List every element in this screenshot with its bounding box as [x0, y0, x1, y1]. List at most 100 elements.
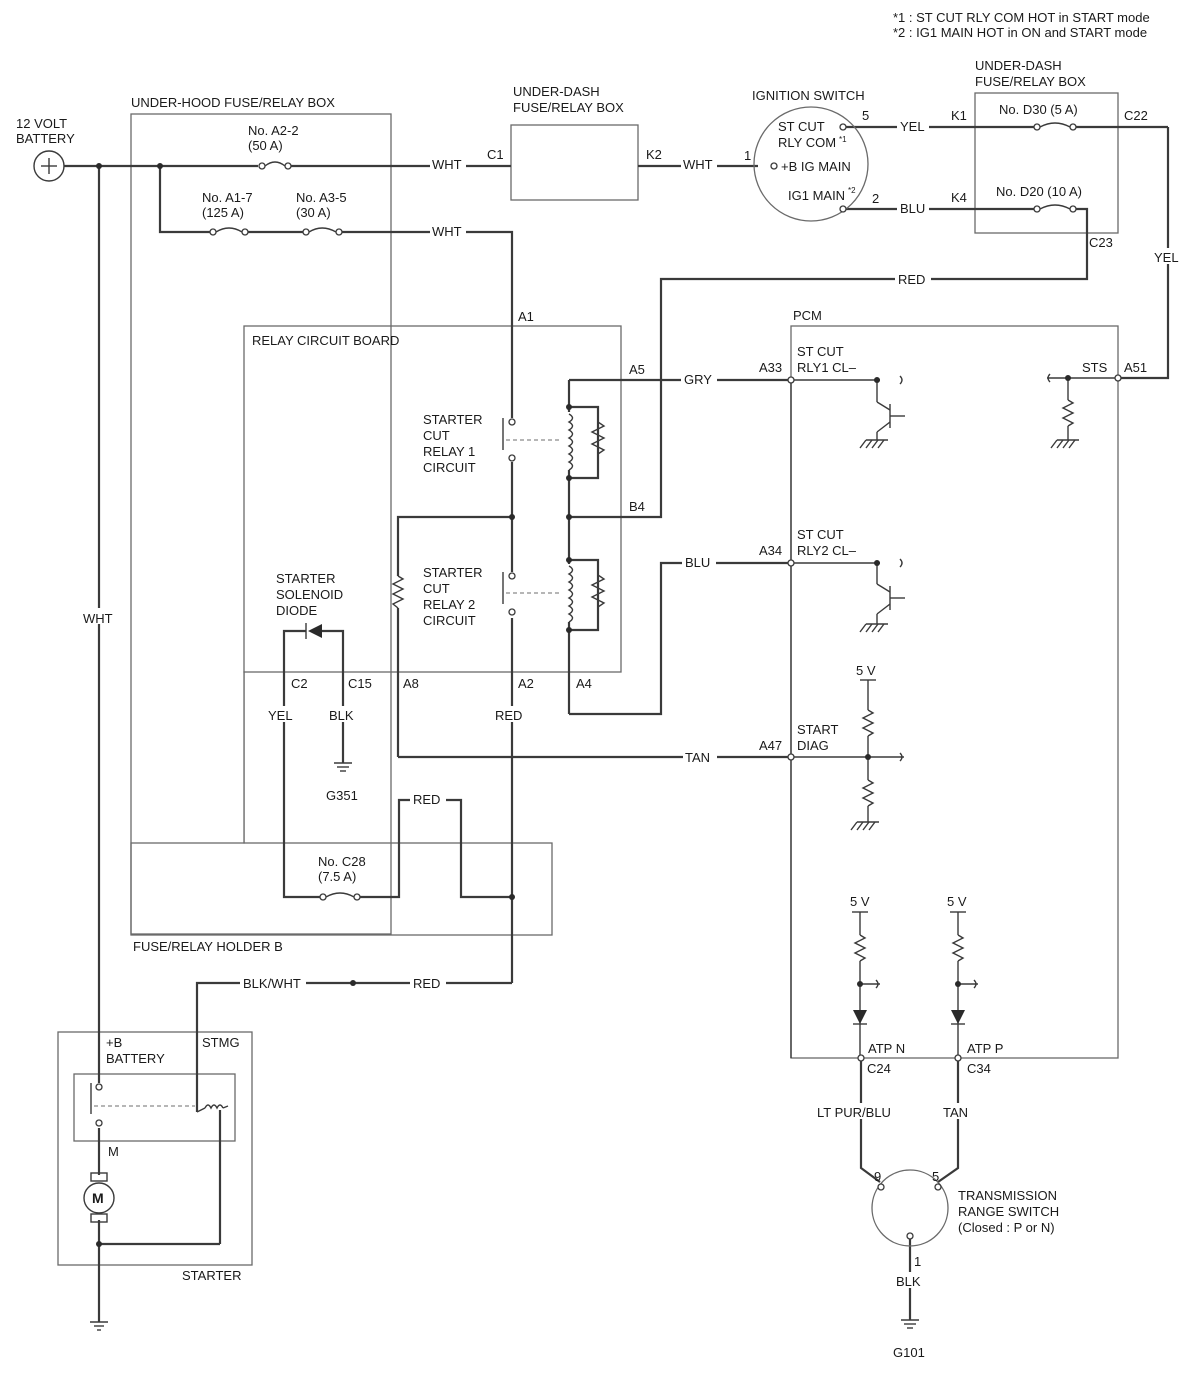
footnotes: *1 : ST CUT RLY COM HOT in START mode *2…	[893, 10, 1150, 40]
ig-ig1-main-label: IG1 MAIN	[788, 188, 845, 203]
conn-1: 1	[744, 148, 751, 163]
ignition-switch-label: IGNITION SWITCH	[752, 88, 865, 103]
underhood-box-outline	[130, 113, 392, 935]
wire-yel-3: YEL	[268, 708, 293, 723]
fuse-holder-b-outline	[130, 842, 553, 936]
footnote-1: *1 : ST CUT RLY COM HOT in START mode	[893, 10, 1150, 25]
trs-body	[871, 1169, 949, 1247]
fuse-c28: No. C28(7.5 A)	[318, 854, 366, 901]
wire-gry: GRY	[684, 372, 712, 387]
atp-n-5v-label: 5 V	[850, 894, 870, 909]
conn-9: 9	[874, 1169, 881, 1184]
starter-motor-letter: M	[92, 1190, 104, 1206]
conn-a34: A34	[759, 543, 782, 558]
wire-red-1: RED	[898, 272, 925, 287]
conn-5b: 5	[932, 1169, 939, 1184]
conn-c23: C23	[1089, 235, 1113, 250]
connector-labels: C1 K2 1 5 2 K1 K4 C22 C23 A1 A5 B4 A33 A…	[291, 108, 1148, 1269]
conn-b4: B4	[629, 499, 645, 514]
wire-tan-2: TAN	[943, 1105, 968, 1120]
footnote-2: *2 : IG1 MAIN HOT in ON and START mode	[893, 25, 1147, 40]
wire-yel-2: YEL	[1154, 250, 1179, 265]
conn-5: 5	[862, 108, 869, 123]
fuse-a1-7: No. A1-7(125 A)	[202, 190, 253, 236]
wire-wht-2: WHT	[683, 157, 713, 172]
wire-red-2: RED	[495, 708, 522, 723]
pcm-pins	[787, 374, 1122, 1062]
pcm-transistor-rly2	[859, 558, 905, 633]
a8-resistor	[391, 575, 405, 609]
underdash-box-2-outline	[974, 92, 1119, 234]
fuse-a2-2-label: No. A2-2(50 A)	[248, 123, 299, 153]
fuse-d20-label: No. D20 (10 A)	[996, 184, 1082, 199]
fuse-d30-label: No. D30 (5 A)	[999, 102, 1078, 117]
wire-tan-1: TAN	[685, 750, 710, 765]
pcm-atp-p-input: 5 V	[947, 894, 978, 1058]
wire-lt-pur-blu: LT PUR/BLU	[817, 1105, 891, 1120]
wire-red-4: RED	[413, 976, 440, 991]
ig-st-cut-sup: *1	[839, 135, 847, 144]
conn-c22: C22	[1124, 108, 1148, 123]
wire-blk-wht: BLK/WHT	[243, 976, 301, 991]
conn-c1: C1	[487, 147, 504, 162]
starter-stmg-label: STMG	[202, 1035, 240, 1050]
conn-k4: K4	[951, 190, 967, 205]
pcm-outline	[790, 325, 1119, 1059]
conn-k1: K1	[951, 108, 967, 123]
start-diag-5v-label: 5 V	[856, 663, 876, 678]
relay-board-label: RELAY CIRCUIT BOARD	[252, 333, 399, 348]
wire-wht-1: WHT	[432, 157, 462, 172]
conn-a47: A47	[759, 738, 782, 753]
wire-color-labels: WHT WHT WHT WHT YEL BLU YEL RED GRY BLU …	[80, 117, 1184, 1289]
conn-2: 2	[872, 191, 879, 206]
wire-blk-2: BLK	[896, 1274, 921, 1289]
wire-wht-4: WHT	[83, 611, 113, 626]
conn-c34: C34	[967, 1061, 991, 1076]
atp-p-5v-label: 5 V	[947, 894, 967, 909]
underdash-box-1-outline	[510, 124, 639, 201]
conn-a33: A33	[759, 360, 782, 375]
starter-label: STARTER	[182, 1268, 241, 1283]
wires	[64, 125, 1170, 1322]
fuse-d30: No. D30 (5 A)	[999, 102, 1078, 131]
conn-c15: C15	[348, 676, 372, 691]
fuse-a3-5: No. A3-5(30 A)	[296, 190, 347, 236]
wire-blu-1: BLU	[900, 201, 925, 216]
conn-a1: A1	[518, 309, 534, 324]
conn-a2: A2	[518, 676, 534, 691]
pcm-label: PCM	[793, 308, 822, 323]
wire-red-3: RED	[413, 792, 440, 807]
wire-blu-2: BLU	[685, 555, 710, 570]
wire-blk-1: BLK	[329, 708, 354, 723]
ignition-switch-body	[753, 106, 869, 222]
conn-c2: C2	[291, 676, 308, 691]
starter-m-label: M	[108, 1144, 119, 1159]
ground-g351-label: G351	[326, 788, 358, 803]
conn-a51: A51	[1124, 360, 1147, 375]
fuse-holder-b-label: FUSE/RELAY HOLDER B	[133, 939, 283, 954]
pcm-transistor-rly1	[859, 375, 905, 449]
fuse-c28-label: No. C28(7.5 A)	[318, 854, 366, 884]
fuse-a3-5-label: No. A3-5(30 A)	[296, 190, 347, 220]
conn-1b: 1	[914, 1254, 921, 1269]
fuse-d20: No. D20 (10 A)	[996, 184, 1082, 213]
relay-board-outline	[243, 325, 622, 673]
wire-yel-1: YEL	[900, 119, 925, 134]
fuses: No. A2-2(50 A) No. A1-7(125 A) No. A3-5(…	[202, 102, 1082, 901]
